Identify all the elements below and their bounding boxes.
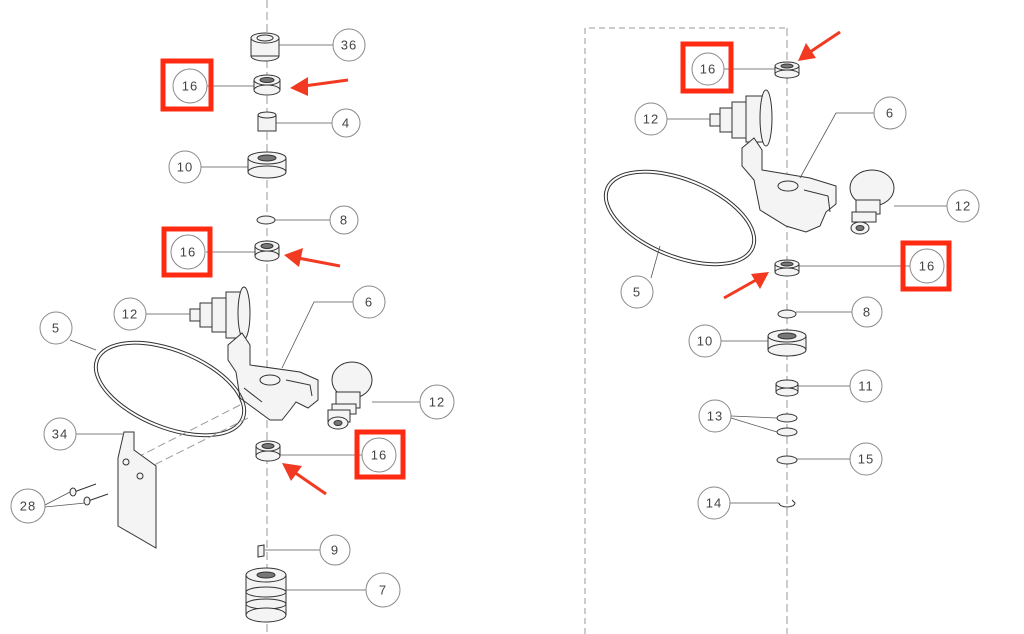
svg-text:16: 16	[371, 448, 387, 463]
svg-text:28: 28	[20, 499, 36, 514]
part-15-washer	[776, 455, 798, 465]
callout-13: 13	[698, 399, 732, 433]
part-16-bearing-low	[255, 440, 281, 462]
arrow-icon-16-mid-right	[723, 272, 769, 300]
arrow-icon-16-low	[282, 463, 327, 496]
part-16-bearing-mid-right	[774, 259, 800, 277]
callout-12-left: 12	[113, 297, 147, 331]
svg-text:9: 9	[331, 543, 339, 558]
svg-text:12: 12	[122, 307, 138, 322]
callout-11: 11	[849, 369, 883, 403]
callout-5-right: 5	[620, 275, 654, 309]
callout-12-top-right: 12	[634, 102, 668, 136]
part-12-bellows-top-right	[709, 89, 773, 147]
svg-text:7: 7	[379, 583, 387, 598]
left-assembly: 36 16 4 10 8 16 12 6 5 12 34 16 28 9 7	[10, 0, 455, 634]
highlight-box-16-top	[160, 58, 214, 112]
callout-5-left: 5	[39, 311, 73, 345]
svg-text:16: 16	[180, 245, 196, 260]
svg-text:16: 16	[182, 79, 198, 94]
callout-8-right: 8	[851, 296, 883, 328]
callout-6-left: 6	[352, 285, 386, 319]
part-16-bearing-mid	[254, 240, 280, 262]
svg-text:5: 5	[633, 285, 641, 300]
callout-9: 9	[319, 534, 351, 566]
part-11-bushing	[775, 379, 799, 397]
part-8-washer	[256, 215, 276, 225]
callout-34: 34	[43, 417, 77, 451]
svg-text:16: 16	[700, 62, 716, 77]
arrow-icon-16-top-right	[798, 30, 841, 61]
part-12-bellows-left	[189, 286, 251, 340]
callout-16-top: 16	[172, 68, 208, 104]
svg-text:12: 12	[429, 395, 445, 410]
callout-14: 14	[697, 486, 731, 520]
part-5-belt-right	[603, 169, 757, 267]
callout-36: 36	[332, 28, 366, 62]
svg-text:10: 10	[177, 160, 193, 175]
part-6-fork-right	[741, 137, 837, 233]
svg-text:8: 8	[863, 305, 871, 320]
callout-10-right: 10	[688, 324, 722, 358]
svg-text:12: 12	[643, 112, 659, 127]
callout-16-mid: 16	[170, 234, 206, 270]
callout-6-right: 6	[873, 96, 907, 130]
svg-text:5: 5	[52, 321, 60, 336]
arrow-icon-16-top	[290, 77, 349, 96]
callout-16-top-right: 16	[691, 52, 725, 86]
svg-text:34: 34	[52, 427, 68, 442]
part-12-spindle-right	[327, 361, 373, 430]
callout-16-mid-right: 16	[909, 248, 945, 284]
callout-4: 4	[331, 108, 361, 138]
svg-text:13: 13	[707, 409, 723, 424]
svg-text:10: 10	[697, 334, 713, 349]
part-9-key	[257, 544, 265, 558]
part-13-washer-a	[776, 413, 798, 423]
arrow-icon-16-mid	[284, 248, 341, 268]
highlight-box-16-mid	[161, 226, 213, 278]
right-dashed-frame	[584, 27, 787, 634]
part-4-spacer	[257, 111, 277, 132]
svg-text:36: 36	[341, 38, 357, 53]
part-14-clip	[778, 499, 796, 508]
right-assembly: 16 12 6 12 5 16 8 10 11 13 15 14	[584, 27, 980, 634]
callout-16-low: 16	[361, 437, 397, 473]
part-10-pulley-right	[767, 329, 807, 357]
part-36-cap	[250, 32, 280, 62]
callout-28: 28	[10, 488, 46, 524]
svg-text:15: 15	[858, 452, 874, 467]
part-34-plate	[117, 431, 157, 549]
part-7-double-pulley	[245, 567, 287, 623]
callout-8-left: 8	[329, 205, 359, 235]
callout-15: 15	[849, 442, 883, 476]
highlight-box-16-mid-right	[900, 240, 952, 292]
highlight-box-16-low	[354, 429, 406, 480]
callout-10-left: 10	[168, 150, 202, 184]
part-16-bearing-top-right	[774, 61, 800, 79]
part-12-spindle-right-side	[849, 169, 895, 235]
svg-text:6: 6	[886, 106, 894, 121]
svg-text:12: 12	[955, 199, 971, 214]
part-13-washer-b	[776, 427, 798, 437]
callout-12-side-right: 12	[946, 189, 980, 223]
svg-text:4: 4	[342, 116, 350, 131]
svg-text:6: 6	[365, 295, 373, 310]
part-16-bearing-top	[253, 74, 281, 96]
svg-text:11: 11	[858, 379, 874, 394]
part-28-screws	[69, 483, 109, 506]
svg-text:14: 14	[706, 496, 722, 511]
callout-7: 7	[365, 572, 401, 608]
svg-text:16: 16	[919, 259, 935, 274]
part-5-belt	[93, 340, 247, 438]
part-8-washer-right	[777, 309, 797, 319]
highlight-box-16-top-right	[680, 41, 734, 94]
svg-text:8: 8	[340, 213, 348, 228]
callout-12-right: 12	[419, 384, 455, 420]
part-10-pulley	[247, 151, 287, 179]
part-6-fork-bracket	[227, 332, 319, 421]
